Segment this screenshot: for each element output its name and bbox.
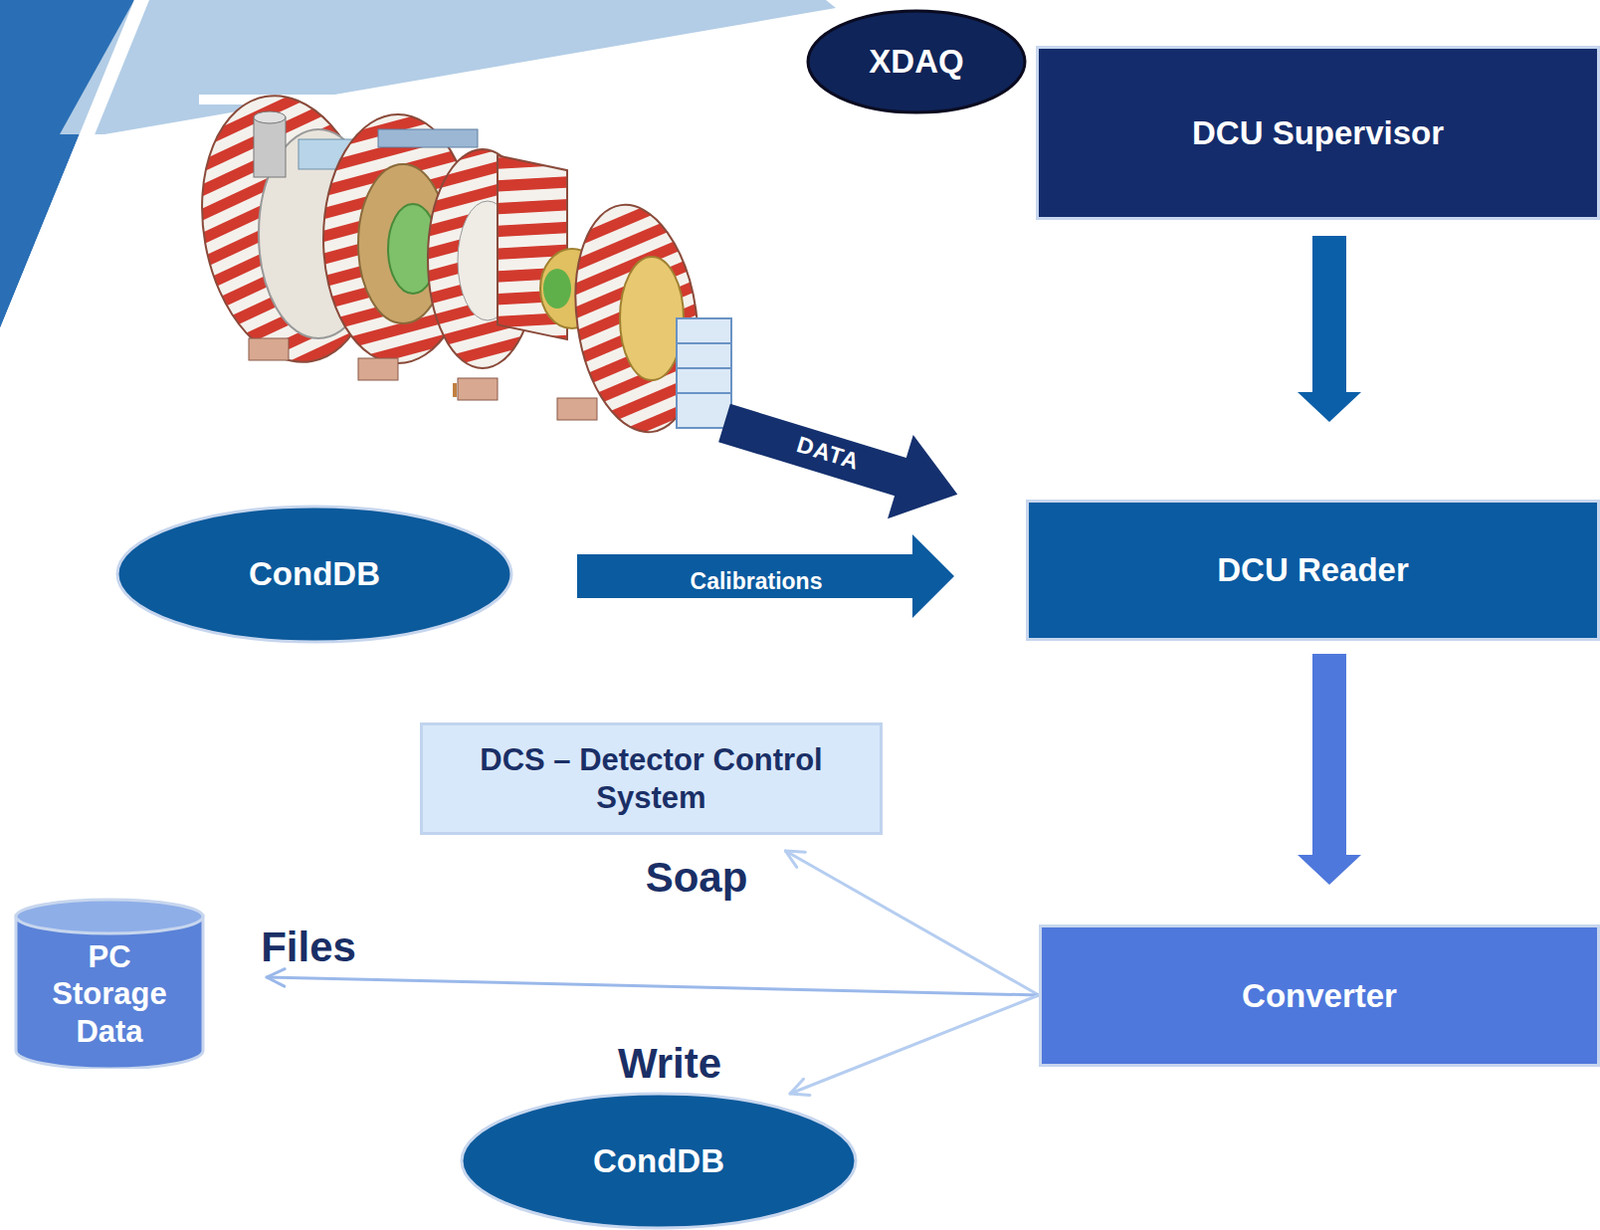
system-ellipse: XDAQ xyxy=(805,8,1027,115)
connector-arrow xyxy=(790,995,1039,1095)
connector-arrow xyxy=(266,969,1039,996)
node-label: XDAQ xyxy=(868,41,964,82)
node-label: DCS – Detector Control System xyxy=(437,741,866,815)
system-box: DCS – Detector Control System xyxy=(419,722,883,835)
node-label: CondDB xyxy=(593,1141,725,1182)
database-ellipse: CondDB xyxy=(115,504,514,644)
edge-label: Write xyxy=(617,1039,722,1088)
edge-label: Files xyxy=(260,923,357,972)
database-ellipse: CondDB xyxy=(459,1091,858,1230)
connector-arrow xyxy=(1297,235,1362,422)
connector-arrow xyxy=(1297,653,1362,885)
node-label: DCU Reader xyxy=(1216,550,1409,591)
process-box: Converter xyxy=(1038,924,1600,1067)
node-label: Converter xyxy=(1241,976,1398,1016)
storage-cylinder: PC Storage Data xyxy=(13,897,205,1069)
process-box: DCU Supervisor xyxy=(1035,45,1600,220)
node-label: PC Storage Data xyxy=(34,938,185,1050)
process-box: DCU Reader xyxy=(1025,499,1600,641)
data-arrow-label: DATA xyxy=(793,430,863,476)
edge-label: Soap xyxy=(645,853,749,902)
connector-arrow xyxy=(785,850,1039,996)
edge-label: Calibrations xyxy=(690,568,823,596)
node-label: CondDB xyxy=(248,554,381,595)
connector-arrow xyxy=(577,534,955,618)
node-label: DCU Supervisor xyxy=(1192,113,1444,154)
node-shape xyxy=(419,722,883,835)
